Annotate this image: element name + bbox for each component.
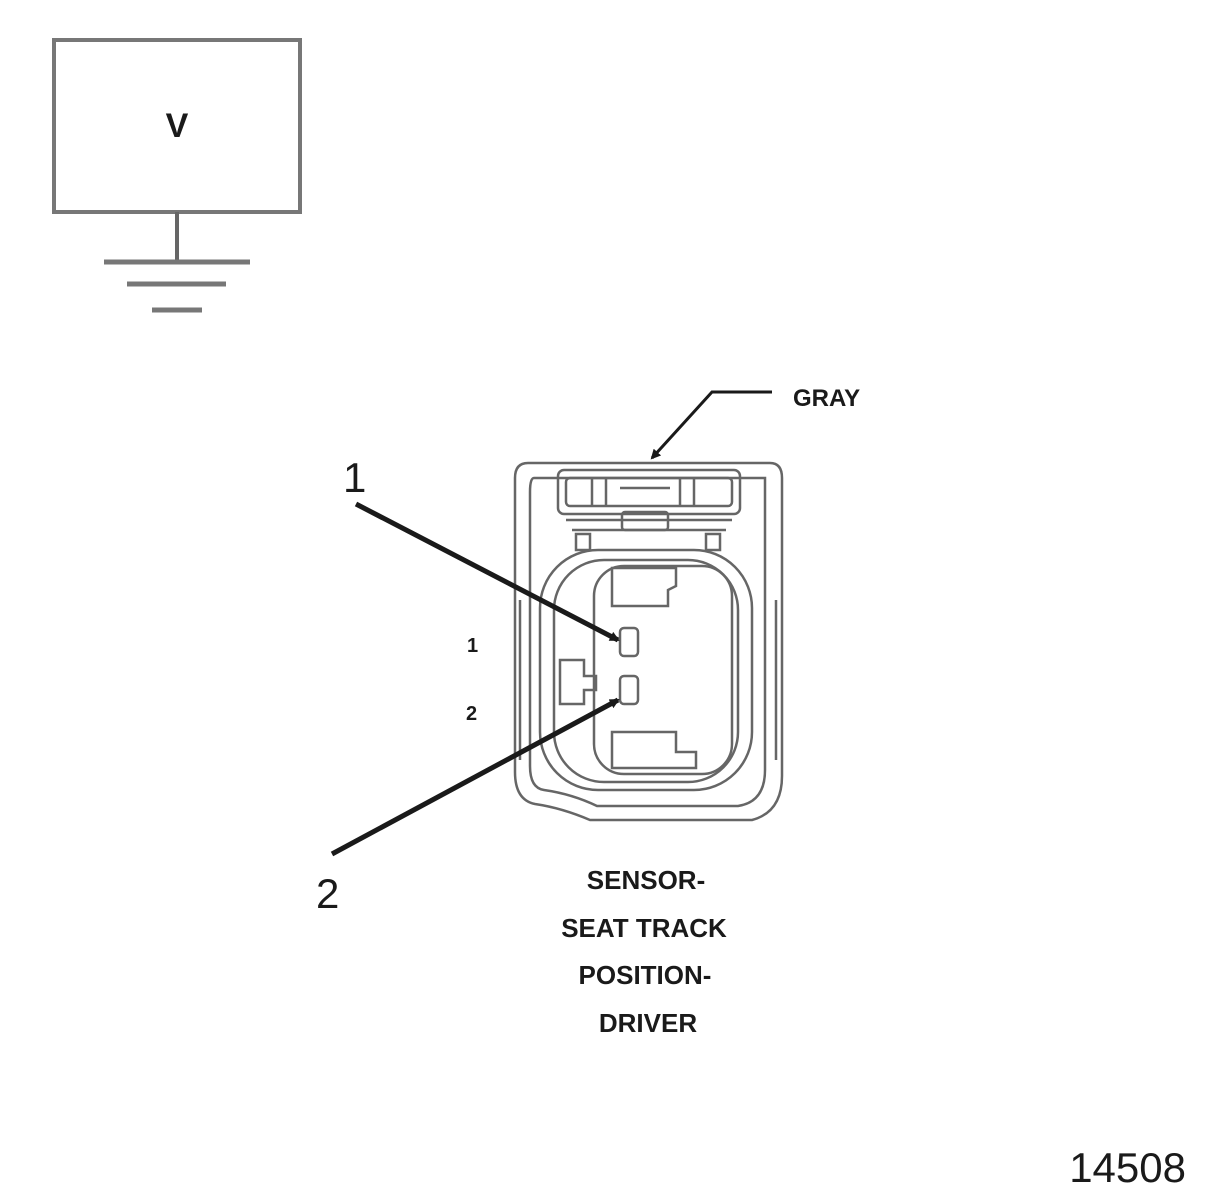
connector-title-line-4: DRIVER [599, 1008, 697, 1038]
color-leader-line [650, 390, 772, 460]
connector-outer-shell [513, 461, 784, 822]
pin-number-2: 2 [466, 703, 477, 725]
callout-arrow-1 [354, 501, 620, 643]
callout-number-2: 2 [316, 870, 339, 917]
voltmeter-label: V [166, 107, 189, 145]
connector-face [513, 461, 784, 822]
connector-title-line-3: POSITION- [579, 960, 712, 990]
upper-key-pad [610, 566, 678, 608]
connector-color-label: GRAY [793, 385, 860, 412]
connector-inner-shell [528, 476, 767, 808]
lower-key-pad [610, 730, 698, 770]
connector-title-line-2: SEAT TRACK [561, 913, 727, 943]
connector-title-line-1: SENSOR- [587, 865, 705, 895]
cavity-ring-inner [592, 564, 734, 776]
voltmeter-symbol: V [52, 38, 302, 313]
connector-title: SENSOR- SEAT TRACK POSITION- DRIVER [561, 865, 727, 1038]
callout-number-1: 1 [343, 454, 366, 501]
callout-arrow-2 [330, 697, 620, 857]
connector-latch [556, 468, 742, 552]
figure-number: 14508 [1069, 1144, 1186, 1191]
side-key [558, 658, 598, 706]
cavity-ring-outer [538, 548, 754, 792]
cavity-ring-middle [552, 558, 740, 784]
terminal-1 [618, 626, 640, 658]
terminal-2 [618, 674, 640, 706]
ground-icon [104, 259, 250, 313]
pin-number-1: 1 [467, 635, 478, 657]
